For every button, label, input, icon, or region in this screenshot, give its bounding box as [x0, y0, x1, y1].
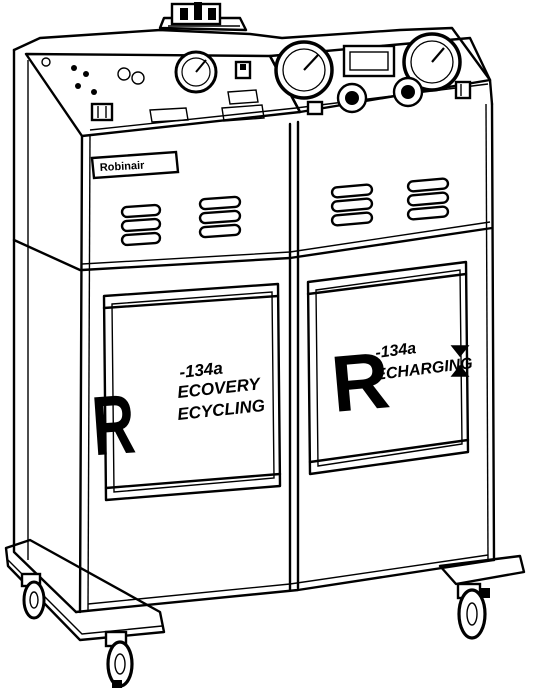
right-front-panel — [306, 260, 470, 476]
right-low-side-gauge-icon — [274, 40, 334, 100]
right-sign-big-letter: R — [328, 335, 393, 429]
left-front-panel — [102, 282, 282, 502]
left-sign-line1: -134a — [178, 359, 223, 382]
left-pressure-gauge-icon — [174, 50, 218, 94]
left-vent-slots — [120, 195, 242, 247]
left-sign-big-letter: R — [89, 377, 138, 474]
left-rear-caster-icon — [20, 572, 46, 620]
right-high-side-gauge-icon — [402, 32, 462, 92]
base-platform — [4, 538, 526, 642]
right-vent-slots — [330, 177, 450, 227]
left-valve-knob-icon — [336, 82, 368, 114]
brand-badge-text: Robinair — [100, 160, 146, 174]
top-valve-assembly — [158, 2, 248, 32]
left-deck-controls — [41, 50, 265, 123]
right-recharging-sign: R -134a ECHARGING — [328, 335, 474, 429]
left-recovery-sign: R -134a ECOVERY ECYCLING — [89, 359, 266, 474]
right-deck-controls — [274, 32, 472, 116]
cabinet-body — [12, 48, 496, 614]
right-valve-knob-icon — [392, 76, 424, 108]
brand-badge: Robinair — [90, 150, 180, 180]
right-front-caster-icon — [456, 582, 490, 640]
right-sign-line1: -134a — [374, 340, 417, 362]
door-latch-arrows-icon — [450, 345, 470, 377]
left-front-caster-icon — [104, 630, 134, 688]
